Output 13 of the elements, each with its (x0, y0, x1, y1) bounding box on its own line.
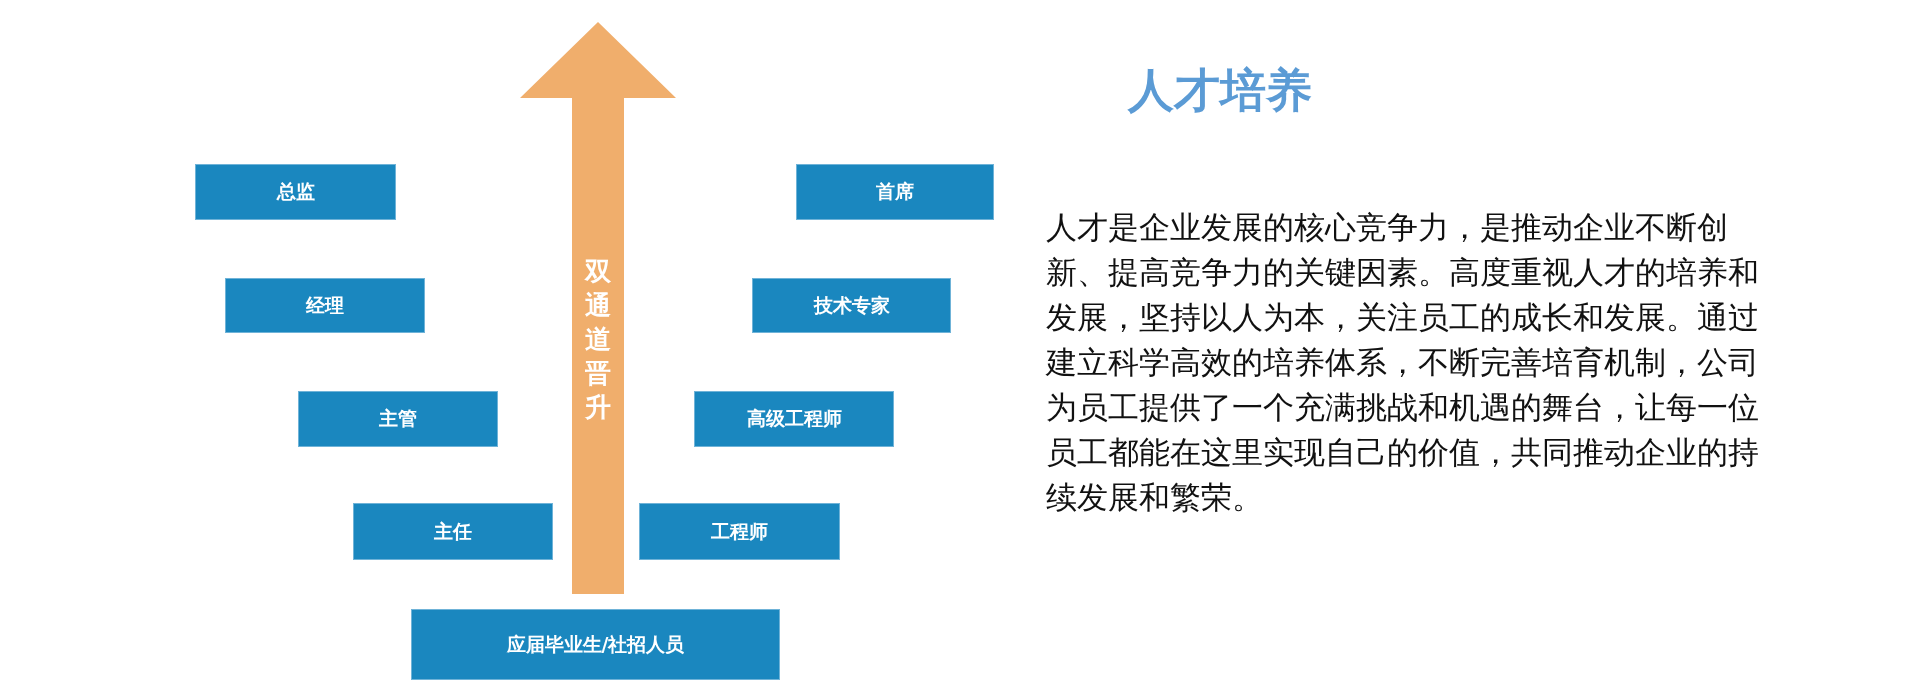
paragraph: 人才是企业发展的核心竞争力，是推动企业不断创新、提高竞争力的关键因素。高度重视人才的培养和发展，坚持以人为本，关注员工的成长和发展。通过建立科学高效的培养体系，不断完善培育机制，公司为员工提供了一个充满挑战和机遇的舞台，让每一位员工都能在这里实现自己的价值，共同推动企业的持续发展和繁荣。 (1046, 208, 1760, 517)
up-arrow (520, 22, 676, 594)
level-box: 经理 (225, 278, 425, 333)
level-box: 工程师 (639, 503, 840, 560)
level-box: 主任 (353, 503, 553, 560)
level-box: 总监 (195, 164, 396, 220)
title: 人才培养 (1126, 62, 1313, 119)
level-box: 应届毕业生/社招人员 (411, 609, 780, 680)
level-box: 主管 (298, 391, 498, 447)
level-box: 首席 (796, 164, 994, 220)
level-box: 高级工程师 (694, 391, 894, 447)
arrow-label: 双通道晋升 (585, 255, 611, 424)
level-box: 技术专家 (752, 278, 951, 333)
